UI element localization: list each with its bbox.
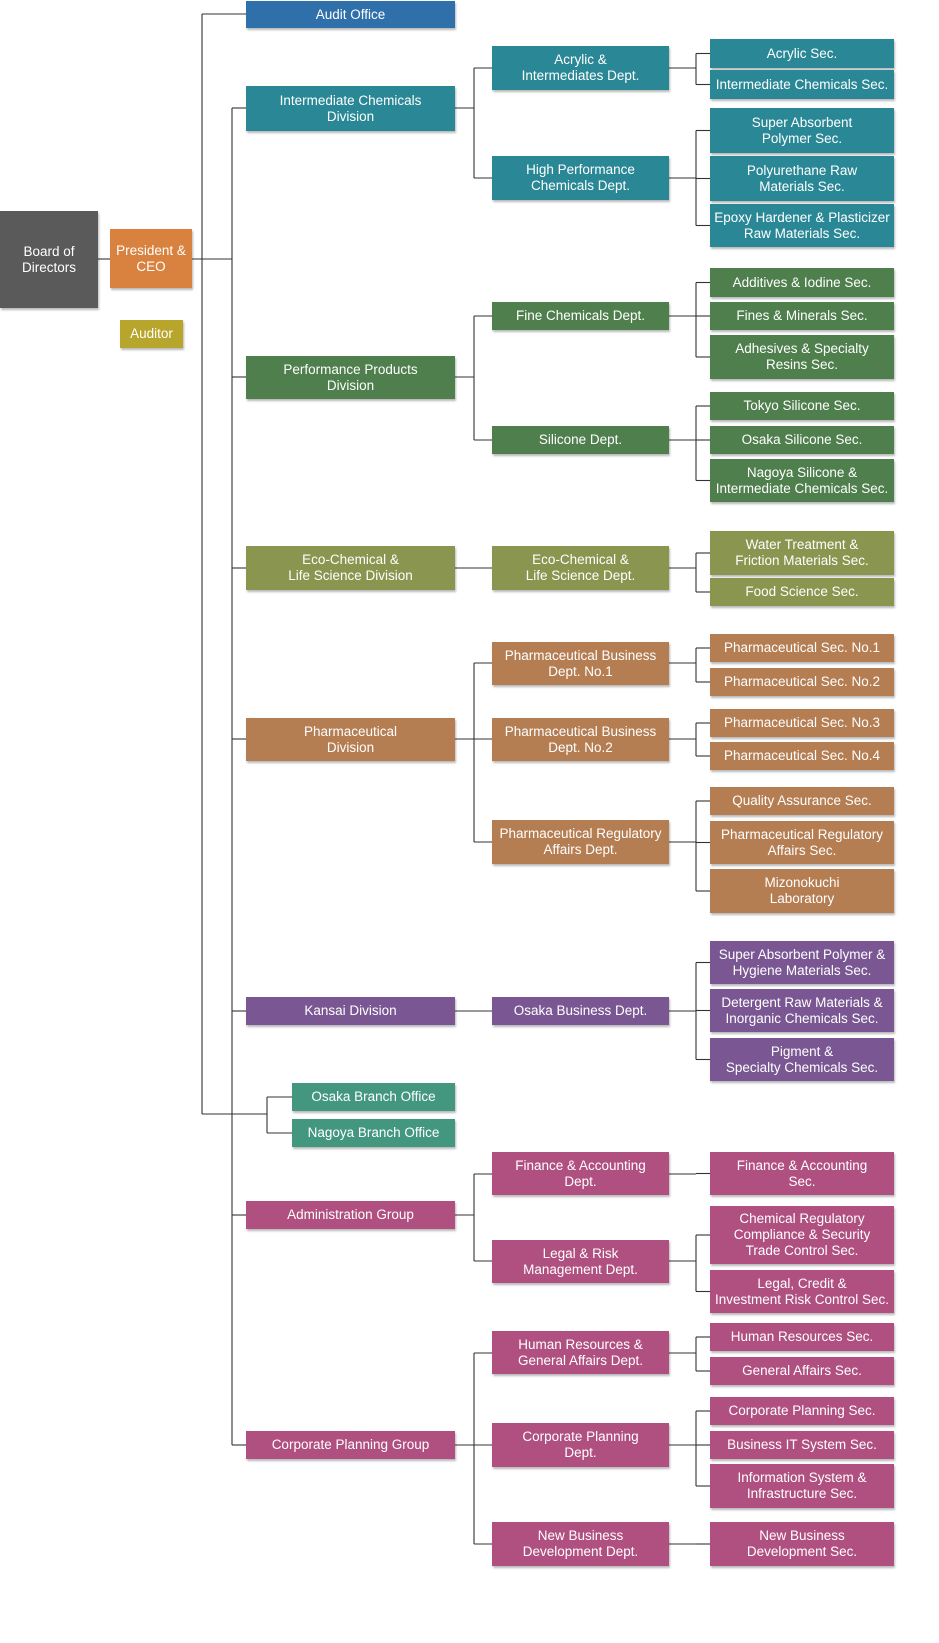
dept-fine-chemicals-dept: Fine Chemicals Dept. (492, 302, 669, 330)
section-acrylic-sec: Acrylic Sec. (710, 39, 894, 68)
section-super-absorbent-polymer-hygiene-materials-sec: Super Absorbent Polymer & Hygiene Materi… (710, 941, 894, 984)
section-pigment-specialty-chemicals-sec: Pigment & Specialty Chemicals Sec. (710, 1038, 894, 1081)
board-of-directors-box: Board of Directors (0, 211, 98, 308)
section-osaka-silicone-sec: Osaka Silicone Sec. (710, 426, 894, 454)
section-nagoya-silicone-intermediate-chemicals-sec: Nagoya Silicone & Intermediate Chemicals… (710, 459, 894, 502)
section-pharmaceutical-regulatory-affairs-sec: Pharmaceutical Regulatory Affairs Sec. (710, 821, 894, 864)
dept-pharmaceutical-business-dept-no-1: Pharmaceutical Business Dept. No.1 (492, 642, 669, 685)
section-intermediate-chemicals-sec: Intermediate Chemicals Sec. (710, 70, 894, 99)
section-polyurethane-raw-materials-sec: Polyurethane Raw Materials Sec. (710, 156, 894, 201)
section-quality-assurance-sec: Quality Assurance Sec. (710, 787, 894, 815)
dept-high-performance-chemicals-dept: High Performance Chemicals Dept. (492, 156, 669, 200)
section-tokyo-silicone-sec: Tokyo Silicone Sec. (710, 392, 894, 420)
dept-pharmaceutical-business-dept-no-2: Pharmaceutical Business Dept. No.2 (492, 718, 669, 761)
dept-pharmaceutical-regulatory-affairs-dept: Pharmaceutical Regulatory Affairs Dept. (492, 820, 669, 864)
section-detergent-raw-materials-inorganic-chemicals-sec: Detergent Raw Materials & Inorganic Chem… (710, 989, 894, 1032)
section-corporate-planning-sec: Corporate Planning Sec. (710, 1397, 894, 1425)
section-finance-accounting-sec: Finance & Accounting Sec. (710, 1152, 894, 1195)
kansai-box: Kansai Division (246, 997, 455, 1025)
dept-finance-accounting-dept: Finance & Accounting Dept. (492, 1152, 669, 1195)
section-pharmaceutical-sec-no-2: Pharmaceutical Sec. No.2 (710, 668, 894, 696)
section-fines-minerals-sec: Fines & Minerals Sec. (710, 302, 894, 330)
section-water-treatment-friction-materials-sec: Water Treatment & Friction Materials Sec… (710, 531, 894, 575)
branch-office-nagoya-branch-office: Nagoya Branch Office (292, 1119, 455, 1147)
section-business-it-system-sec: Business IT System Sec. (710, 1431, 894, 1459)
section-pharmaceutical-sec-no-1: Pharmaceutical Sec. No.1 (710, 634, 894, 662)
section-general-affairs-sec: General Affairs Sec. (710, 1357, 894, 1385)
eco-box: Eco-Chemical & Life Science Division (246, 546, 455, 590)
section-super-absorbent-polymer-sec: Super Absorbent Polymer Sec. (710, 108, 894, 153)
dept-human-resources-general-affairs-dept: Human Resources & General Affairs Dept. (492, 1331, 669, 1374)
dept-corporate-planning-dept: Corporate Planning Dept. (492, 1423, 669, 1467)
section-human-resources-sec: Human Resources Sec. (710, 1323, 894, 1351)
dept-acrylic-intermediates-dept: Acrylic & Intermediates Dept. (492, 46, 669, 90)
section-food-science-sec: Food Science Sec. (710, 578, 894, 606)
section-pharmaceutical-sec-no-3: Pharmaceutical Sec. No.3 (710, 709, 894, 737)
section-pharmaceutical-sec-no-4: Pharmaceutical Sec. No.4 (710, 742, 894, 770)
audit-box: Audit Office (246, 1, 455, 28)
section-mizonokuchi-laboratory: Mizonokuchi Laboratory (710, 869, 894, 913)
section-chemical-regulatory-compliance-security-trade-control-sec: Chemical Regulatory Compliance & Securit… (710, 1206, 894, 1264)
section-new-business-development-sec: New Business Development Sec. (710, 1522, 894, 1566)
section-epoxy-hardener-plasticizer-raw-materials-sec: Epoxy Hardener & Plasticizer Raw Materia… (710, 204, 894, 247)
admin-box: Administration Group (246, 1201, 455, 1229)
dept-legal-risk-management-dept: Legal & Risk Management Dept. (492, 1240, 669, 1283)
branch-office-osaka-branch-office: Osaka Branch Office (292, 1083, 455, 1111)
dept-new-business-development-dept: New Business Development Dept. (492, 1522, 669, 1566)
president-ceo-box: President & CEO (110, 229, 192, 288)
intermediate-box: Intermediate Chemicals Division (246, 86, 455, 131)
section-legal-credit-investment-risk-control-sec: Legal, Credit & Investment Risk Control … (710, 1270, 894, 1313)
dept-osaka-business-dept: Osaka Business Dept. (492, 997, 669, 1025)
section-information-system-infrastructure-sec: Information System & Infrastructure Sec. (710, 1464, 894, 1508)
section-additives-iodine-sec: Additives & Iodine Sec. (710, 268, 894, 297)
pharma-box: Pharmaceutical Division (246, 718, 455, 761)
section-adhesives-specialty-resins-sec: Adhesives & Specialty Resins Sec. (710, 335, 894, 379)
performance-box: Performance Products Division (246, 356, 455, 399)
dept-silicone-dept: Silicone Dept. (492, 426, 669, 454)
auditor-box: Auditor (120, 320, 183, 348)
corporate-box: Corporate Planning Group (246, 1431, 455, 1459)
dept-eco-chemical-life-science-dept: Eco-Chemical & Life Science Dept. (492, 546, 669, 590)
